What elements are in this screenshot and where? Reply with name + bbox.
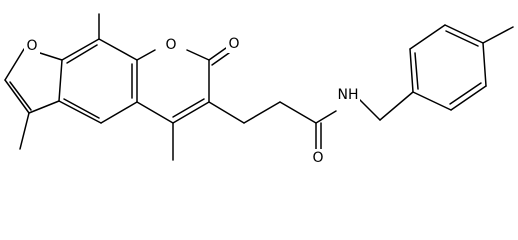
- pyranone-ring-oxygen-atom: O: [163, 36, 179, 54]
- furan-oxygen-atom: O: [24, 37, 40, 55]
- amide-carbonyl-oxygen-atom: O: [310, 149, 326, 167]
- svg-text:O: O: [228, 36, 239, 52]
- svg-text:O: O: [26, 38, 37, 54]
- svg-text:NH: NH: [338, 87, 359, 103]
- amide-nitrogen-atom: NH: [336, 86, 360, 104]
- chemical-structure-diagram: O O O O NH: [4, 13, 514, 167]
- atom-labels: O O O O NH: [24, 35, 360, 167]
- bond-lines: [4, 13, 514, 161]
- lactone-carbonyl-oxygen-atom: O: [226, 35, 242, 53]
- svg-text:O: O: [165, 37, 176, 53]
- svg-text:O: O: [312, 150, 323, 166]
